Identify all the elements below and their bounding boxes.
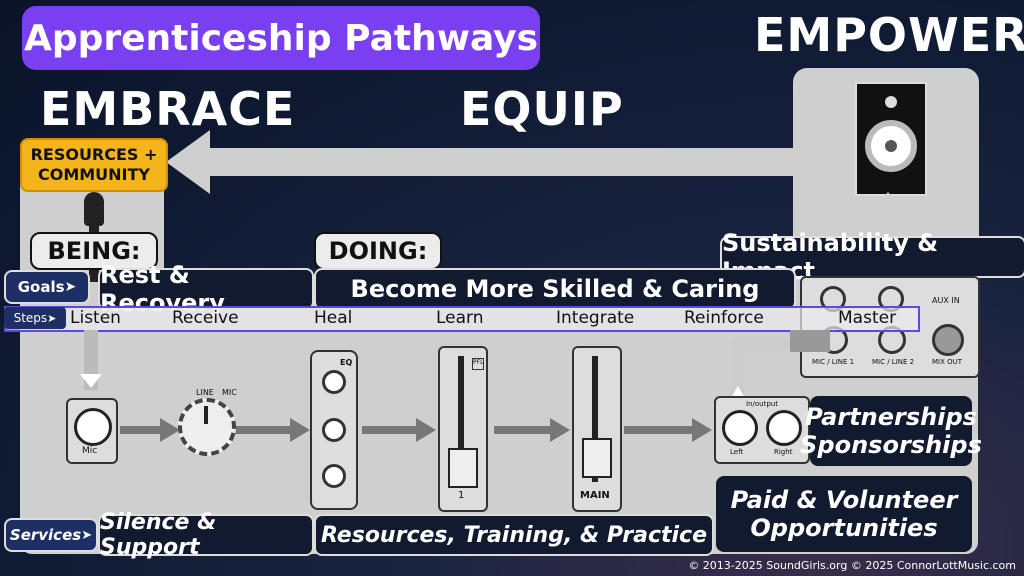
paid-volunteer-text: Paid & Volunteer [730, 486, 958, 514]
resources-line2: COMMUNITY [37, 165, 150, 184]
resources-community-box: RESOURCES + COMMUNITY [20, 138, 168, 192]
services-label-text: Services [9, 526, 82, 544]
return-arrow [166, 130, 796, 194]
steps-band [4, 306, 920, 332]
sponsorships-text: Sponsorships [800, 431, 982, 459]
eq-label: EQ [340, 358, 353, 367]
page-title: Apprenticeship Pathways [22, 6, 540, 70]
channel-fader-icon: PFL 1 [438, 346, 488, 512]
partnerships-text: Partnerships [805, 403, 977, 431]
services-label: Services➤ [4, 518, 98, 552]
goal-skilled-caring: Become More Skilled & Caring [314, 268, 796, 310]
step-receive: Receive [172, 308, 239, 328]
stage-empower: EMPOWER [754, 8, 1024, 62]
gain-line-label: LINE [196, 388, 214, 397]
fader1-label: 1 [458, 490, 465, 501]
eq-strip-icon: EQ [310, 350, 358, 510]
goals-label: Goals➤ [4, 270, 90, 304]
up-arrow [873, 192, 903, 238]
goal-rest-recovery: Rest & Recovery [98, 261, 314, 317]
service-resources-training: Resources, Training, & Practice [314, 514, 714, 556]
step-master: Master [838, 308, 897, 328]
gain-knob-icon [178, 398, 236, 456]
step-learn: Learn [436, 308, 484, 328]
goals-label-text: Goals [17, 278, 65, 296]
mic-line1-label: MIC / LINE 1 [812, 358, 855, 366]
opportunities-text: Opportunities [750, 514, 938, 542]
output-jacks-icon: In/output Left Right [714, 396, 810, 464]
right-label: Right [774, 448, 793, 456]
resources-line1: RESOURCES + [30, 145, 158, 164]
step-reinforce: Reinforce [684, 308, 764, 328]
steps-label-text: Steps [13, 311, 48, 325]
stage-embrace: EMBRACE [40, 82, 296, 136]
aux-in-label: AUX IN [932, 296, 960, 305]
steps-label: Steps➤ [4, 307, 66, 329]
partnerships-box: Partnerships Sponsorships [800, 396, 982, 466]
service-silence-support: Silence & Support [98, 510, 314, 560]
mix-out-label: MIX OUT [932, 358, 963, 366]
step-listen: Listen [70, 308, 121, 328]
mic-input-jack: Mic [66, 398, 118, 464]
step-heal: Heal [314, 308, 353, 328]
doing-label: DOING: [314, 232, 442, 270]
step-integrate: Integrate [556, 308, 635, 328]
left-label: Left [730, 448, 744, 456]
in-output-label: In/output [746, 400, 778, 408]
copyright: © 2013-2025 SoundGirls.org © 2025 Connor… [688, 559, 1016, 572]
main-label: MAIN [580, 490, 610, 501]
mic-label: Mic [82, 446, 98, 456]
being-label: BEING: [30, 232, 158, 270]
paid-volunteer-box: Paid & Volunteer Opportunities [716, 476, 972, 552]
main-fader-icon: MAIN [572, 346, 622, 512]
speaker-icon [855, 82, 927, 196]
stage-equip: EQUIP [460, 82, 624, 136]
gain-mic-label: MIC [222, 388, 237, 397]
pfl-label: PFL [472, 358, 484, 370]
mic-line2-label: MIC / LINE 2 [872, 358, 915, 366]
